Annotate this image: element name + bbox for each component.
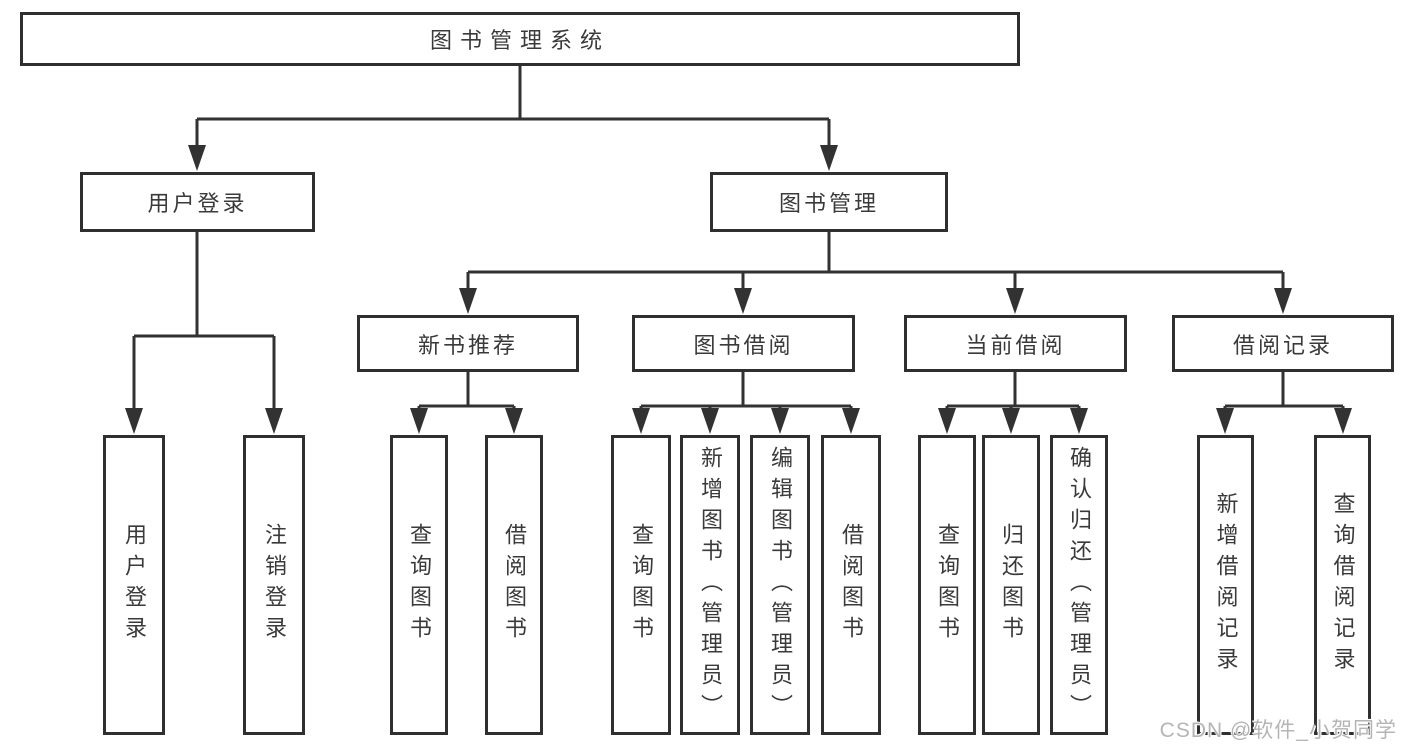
- node-new-book-recommend: 新书推荐: [357, 315, 579, 372]
- connector-root: [195, 66, 831, 167]
- leaf-label: 用户登录: [122, 523, 147, 647]
- leaf-label: 借阅图书: [839, 523, 864, 647]
- node-borrow-records: 借阅记录: [1172, 315, 1394, 372]
- leaf-label: 注销登录: [262, 523, 287, 647]
- connector-borrow-records: [1223, 372, 1345, 430]
- leaf-label: 确认归还（管理员）: [1067, 445, 1092, 725]
- leaf-label: 编辑图书（管理员）: [768, 445, 793, 725]
- leaf-query-borrow-record: 查询借阅记录: [1314, 435, 1371, 735]
- leaf-label: 查询借阅记录: [1330, 492, 1356, 678]
- connector-book-borrow: [639, 372, 853, 430]
- leaf-label: 查询图书: [407, 523, 432, 647]
- leaf-add-borrow-record: 新增借阅记录: [1197, 435, 1254, 735]
- node-book-management: 图书管理: [710, 172, 948, 232]
- leaf-label: 查询图书: [629, 523, 654, 647]
- connector-book-management: [466, 232, 1285, 310]
- node-library-system: 图书管理系统: [20, 12, 1020, 66]
- leaf-edit-book-admin: 编辑图书（管理员）: [750, 435, 810, 735]
- csdn-watermark: CSDN @软件_小贺同学: [1159, 719, 1397, 742]
- leaf-label: 借阅图书: [502, 523, 527, 647]
- leaf-query-books-recommend: 查询图书: [390, 435, 448, 735]
- leaf-return-books: 归还图书: [982, 435, 1040, 735]
- leaf-query-books-current: 查询图书: [918, 435, 976, 735]
- leaf-label: 新增图书（管理员）: [698, 445, 723, 725]
- connector-new-book-recommend: [417, 372, 516, 430]
- leaf-label: 归还图书: [999, 523, 1024, 647]
- leaf-logout: 注销登录: [243, 435, 305, 735]
- leaf-query-books-borrow: 查询图书: [611, 435, 671, 735]
- node-book-borrow: 图书借阅: [632, 315, 855, 372]
- leaf-add-book-admin: 新增图书（管理员）: [680, 435, 740, 735]
- node-user-login: 用户登录: [80, 172, 315, 232]
- node-current-borrow: 当前借阅: [904, 315, 1127, 372]
- leaf-label: 新增借阅记录: [1213, 492, 1239, 678]
- leaf-label: 查询图书: [935, 523, 960, 647]
- leaf-user-login: 用户登录: [103, 435, 165, 735]
- leaf-borrow-books: 借阅图书: [821, 435, 881, 735]
- leaf-confirm-return-admin: 确认归还（管理员）: [1050, 435, 1108, 735]
- leaf-borrow-books-recommend: 借阅图书: [485, 435, 543, 735]
- connector-user-login: [132, 232, 276, 430]
